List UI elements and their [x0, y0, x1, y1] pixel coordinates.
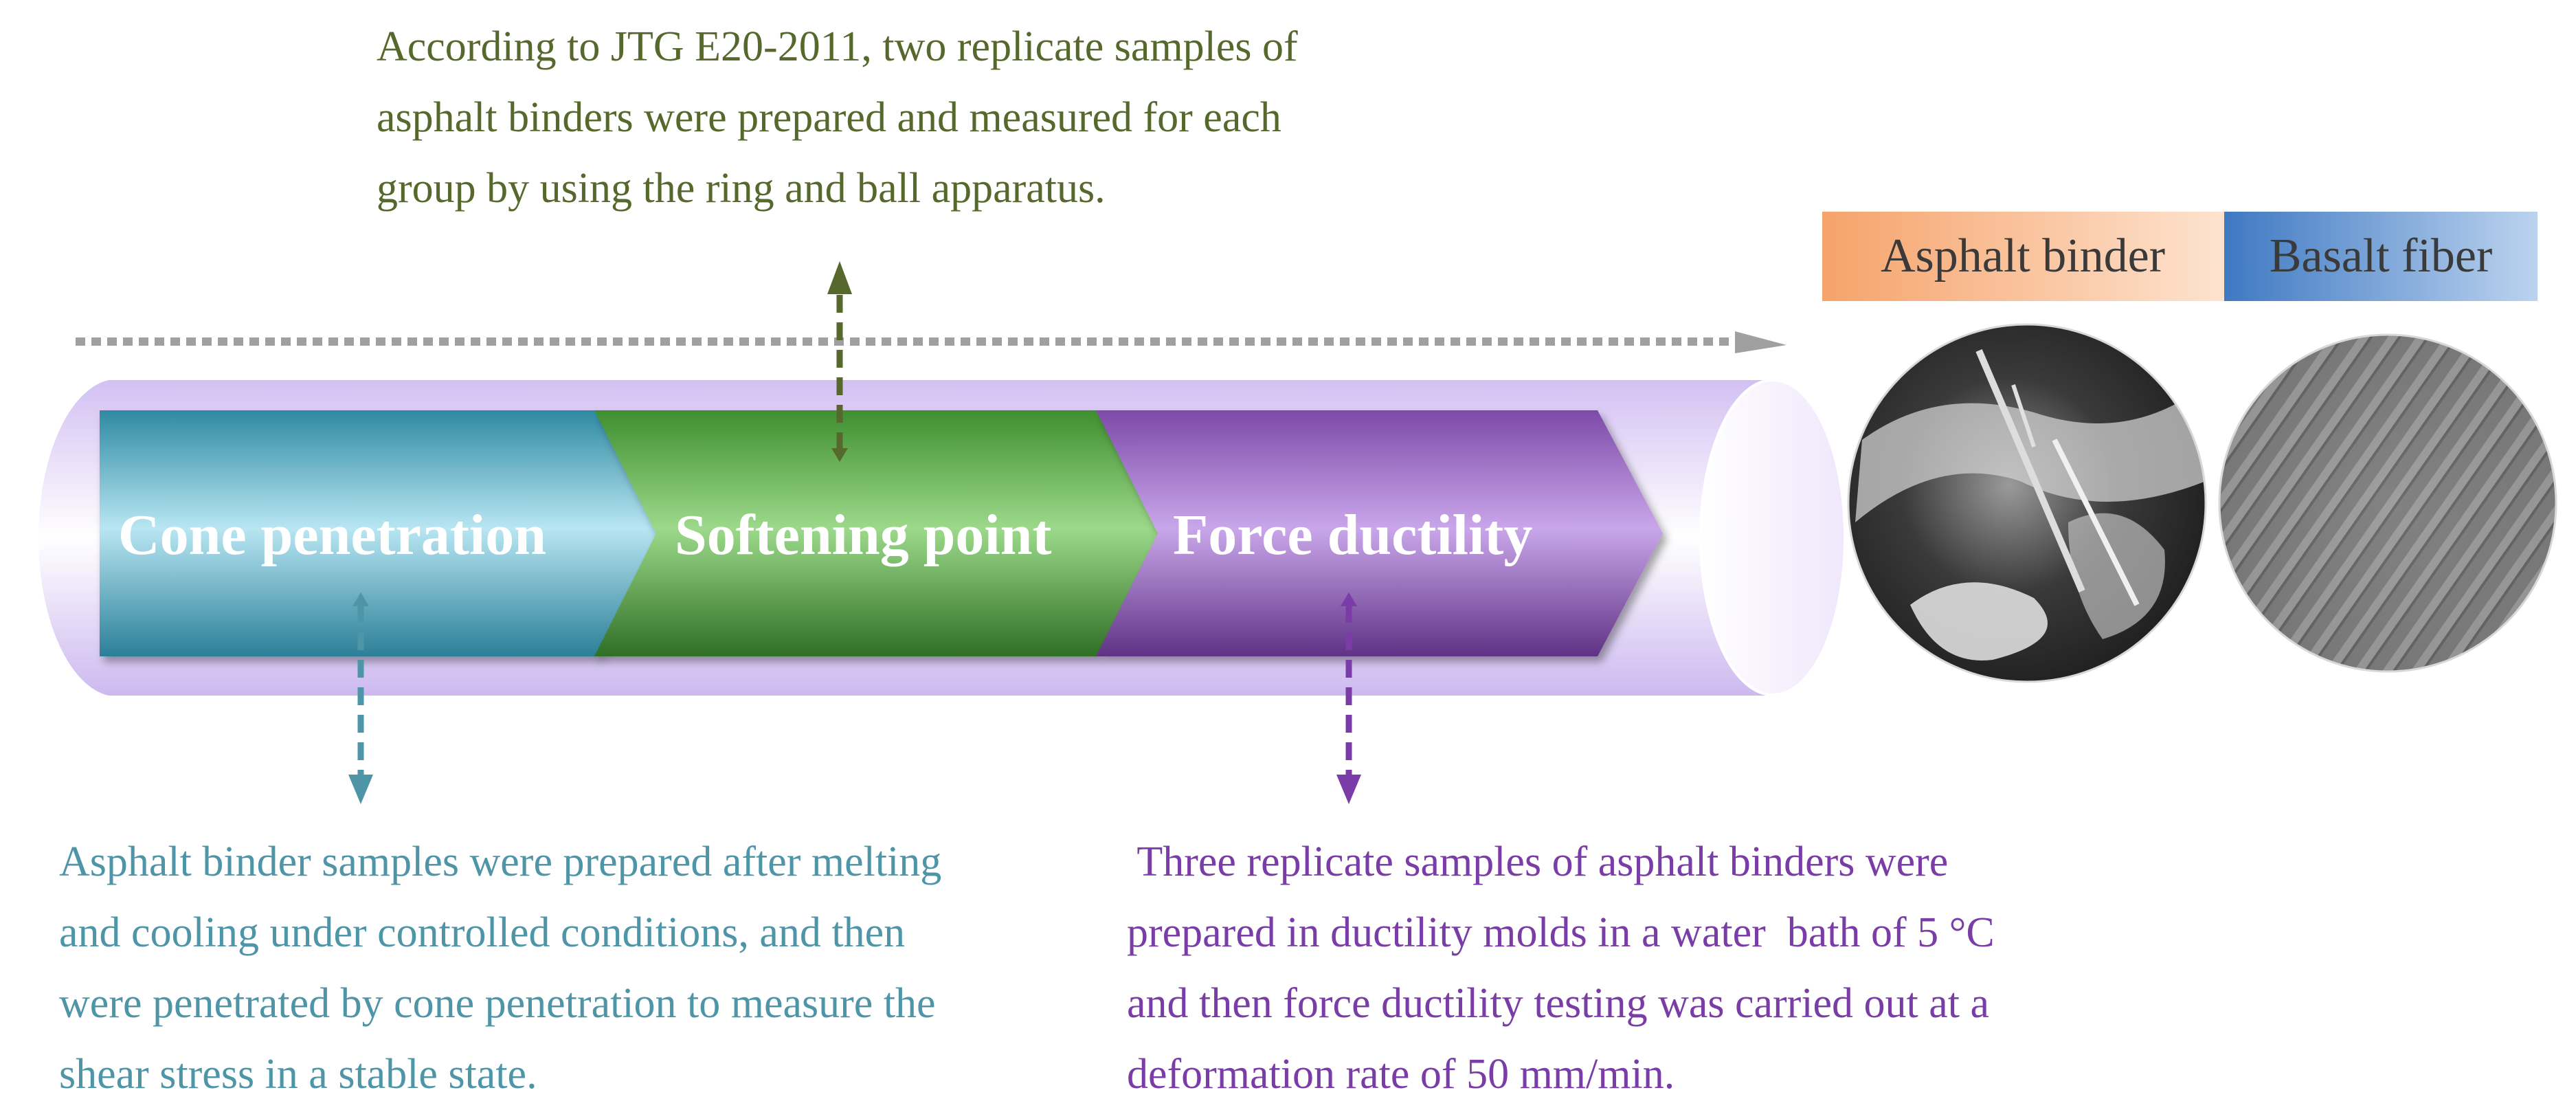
- softening-point-description: According to JTG E20-2011, two replicate…: [377, 12, 1545, 224]
- softening-description-line: According to JTG E20-2011, two replicate…: [377, 23, 1298, 70]
- step-cone-penetration: [100, 410, 661, 656]
- step-label-force: Force ductility: [1173, 503, 1532, 567]
- force-description-line: deformation rate of 50 mm/min.: [1127, 1051, 1675, 1098]
- asphalt-binder-tag: [1822, 212, 2224, 301]
- softening-description-line: asphalt binders were prepared and measur…: [377, 94, 1281, 141]
- force-description-line: Three replicate samples of asphalt binde…: [1127, 839, 1949, 885]
- cone-description-line: Asphalt binder samples were prepared aft…: [59, 839, 942, 885]
- asphalt-binder-micrograph: [1848, 324, 2206, 682]
- step-softening-point: [594, 410, 1161, 656]
- basalt-fiber-label: Basalt fiber: [2270, 230, 2493, 282]
- asphalt-binder-label: Asphalt binder: [1881, 230, 2165, 282]
- force-description-line: and then force ductility testing was car…: [1127, 980, 1990, 1027]
- step-label-cone: Cone penetration: [118, 503, 546, 567]
- tube-end-cap: [1699, 379, 1846, 696]
- cone-penetration-description: Asphalt binder samples were prepared aft…: [59, 827, 1145, 1110]
- cone-description-line: were penetrated by cone penetration to m…: [59, 980, 936, 1027]
- step-force-ductility: [1096, 410, 1663, 656]
- step-label-softening: Softening point: [675, 503, 1051, 567]
- basalt-fiber-micrograph: [2219, 335, 2556, 671]
- cone-connector: [348, 592, 373, 804]
- softening-connector: [827, 261, 852, 462]
- force-description-line: prepared in ductility molds in a water b…: [1127, 909, 1995, 956]
- cone-description-line: and cooling under controlled conditions,…: [59, 909, 906, 956]
- basalt-fiber-tag: [2224, 212, 2538, 301]
- cone-description-line: shear stress in a stable state.: [59, 1051, 537, 1098]
- softening-description-line: group by using the ring and ball apparat…: [377, 165, 1106, 212]
- force-ductility-description: Three replicate samples of asphalt binde…: [1127, 827, 2226, 1110]
- timeline-arrow-head: [1735, 331, 1787, 353]
- force-connector: [1336, 592, 1361, 804]
